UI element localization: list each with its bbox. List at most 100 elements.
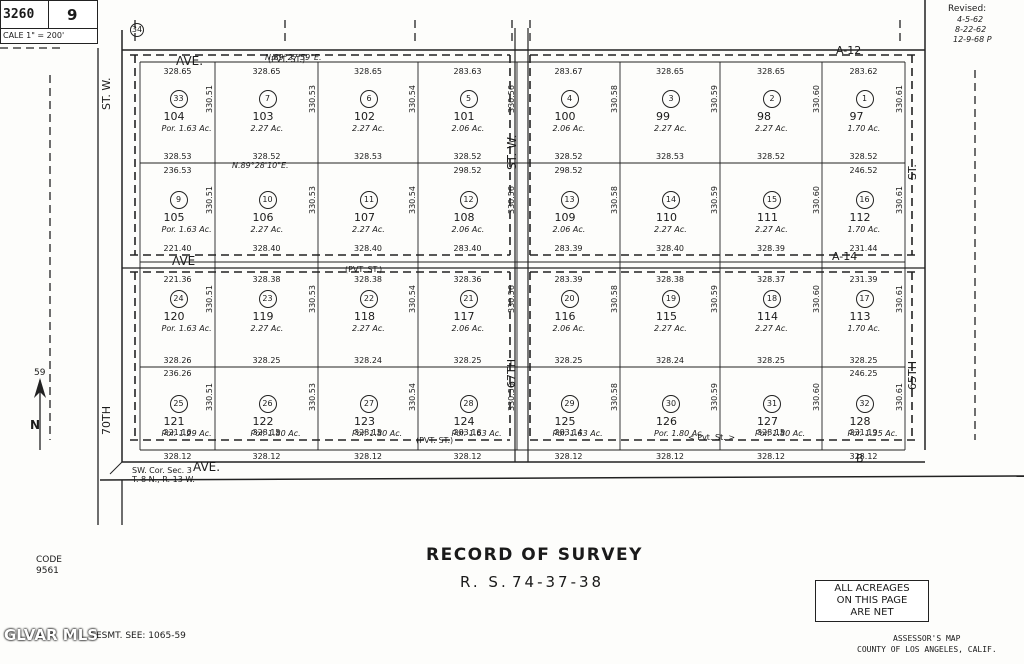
dim-street-4: 328.12 — [554, 452, 583, 461]
parcel-number-114: 114 — [757, 310, 778, 323]
pvt-street-bottom: (PVT. ST.) — [416, 436, 454, 445]
dim-r1-top-0: 328.65 — [163, 67, 192, 76]
dim-r2-bottom-1: 328.40 — [252, 244, 281, 253]
parcel-acreage-110: 2.27 Ac. — [654, 225, 687, 234]
revised-label: Revised: — [948, 4, 987, 14]
parcel-number-104: 104 — [163, 110, 185, 123]
parcel-circle-18: 18 — [763, 290, 781, 308]
parcel-acreage-126: Por. 1.80 Ac. — [654, 429, 705, 438]
dim-r3-top-5: 328.38 — [656, 275, 684, 284]
dim-r3-top-3: 328.36 — [453, 275, 482, 284]
block-b-label: B — [856, 452, 864, 465]
pvt-street-top: (PVT. ST.) — [268, 55, 306, 64]
right-street-number: 65TH — [906, 361, 919, 390]
parcel-circle-1: 1 — [855, 90, 874, 108]
parcel-circle-26: 26 — [258, 395, 277, 413]
dim-r4-bottom-6: 328.15 — [757, 428, 785, 437]
dim-r2-bottom-6: 328.39 — [757, 244, 785, 253]
parcel-circle-32: 32 — [855, 395, 874, 413]
parcel-acreage-124: Por. 1.63 Ac. — [451, 429, 502, 438]
col-dim-1-1: 330.53 — [308, 186, 317, 214]
dim-r3-bottom-2: 328.24 — [354, 356, 382, 365]
col-dim-7-3: 330.61 — [895, 383, 904, 411]
parcel-acreage-113: 1.70 Ac. — [847, 324, 881, 333]
parcel-acreage-115: 2.27 Ac. — [654, 324, 687, 333]
col-dim-4-0: 330.58 — [610, 85, 619, 113]
parcel-number-110: 110 — [656, 211, 677, 224]
dim-r1-bottom-5: 328.53 — [656, 152, 684, 161]
revised-date-3: 12-9-68 P — [953, 35, 992, 44]
parcel-circle-30: 30 — [662, 395, 680, 413]
parcel-number-103: 103 — [252, 110, 274, 123]
parcel-number-122: 122 — [252, 415, 274, 428]
col-dim-6-3: 330.60 — [812, 383, 821, 411]
acreage-note-line-2: ON THIS PAGE — [836, 595, 908, 606]
dim-street-2: 328.12 — [354, 452, 382, 461]
parcel-acreage-114: 2.27 Ac. — [755, 324, 788, 333]
dim-r2-bottom-2: 328.40 — [354, 244, 382, 253]
dim-r4-bottom-7: 231.19 — [849, 428, 878, 437]
acreage-note-line-1: ALL ACREAGES — [834, 583, 910, 594]
dim-r1-bottom-0: 328.53 — [163, 152, 192, 161]
page-number: 9 — [67, 6, 78, 24]
north-label: N — [30, 418, 41, 432]
scale-box: CALE 1" = 200' — [0, 28, 98, 44]
parcel-acreage-102: 2.27 Ac. — [352, 124, 385, 133]
dim-r3-top-1: 328.38 — [252, 275, 281, 284]
col-dim-7-0: 330.61 — [895, 85, 904, 113]
parcel-number-98: 98 — [757, 110, 771, 123]
north-arrow-number: 59 — [34, 368, 46, 378]
acreage-note-line-3: ARE NET — [850, 607, 894, 618]
parcel-acreage-105: Por. 1.63 Ac. — [161, 225, 212, 234]
col-dim-5-3: 330.59 — [710, 383, 719, 411]
parcel-acreage-107: 2.27 Ac. — [352, 225, 385, 234]
dim-r1-top-4: 283.67 — [554, 67, 583, 76]
parcel-number-97: 97 — [849, 110, 864, 123]
dim-r2-top-4: 298.52 — [554, 166, 583, 175]
col-dim-6-1: 330.60 — [812, 186, 821, 214]
col-dim-6-2: 330.60 — [812, 285, 821, 313]
col-dim-3-1: 330.56 — [507, 186, 516, 214]
parcel-circle-5: 5 — [459, 90, 478, 108]
parcel-circle-14: 14 — [662, 191, 680, 209]
parcel-circle-21: 21 — [459, 290, 478, 308]
parcel-circle-17: 17 — [855, 290, 874, 308]
code-value: 9561 — [36, 566, 59, 576]
col-dim-4-2: 330.58 — [610, 285, 619, 313]
parcel-acreage-128: Por. 1.35 Ac. — [847, 429, 898, 438]
right-street-label: ST. — [906, 164, 919, 180]
center-street-label: ST. W. — [505, 134, 519, 170]
township-note: T. 8 N., R. 13 W. — [132, 475, 195, 484]
assessor-map-label: ASSESSOR'S MAP — [893, 634, 961, 643]
col-dim-2-0: 330.54 — [408, 85, 417, 113]
parcel-acreage-123: Por. 1.80 Ac. — [352, 429, 403, 438]
parcel-number-105: 105 — [163, 211, 185, 224]
dim-r2-bottom-7: 231.44 — [849, 244, 878, 253]
rs-number: 74-37-38 — [512, 573, 605, 591]
dim-street-1: 328.12 — [252, 452, 281, 461]
dim-r4-bottom-1: 328.15 — [252, 428, 281, 437]
left-street-label: ST. W. — [100, 77, 113, 110]
dim-r3-top-2: 328.38 — [354, 275, 382, 284]
dim-r2-bottom-5: 328.40 — [656, 244, 684, 253]
top-avenue-label: AVE. — [176, 54, 204, 68]
col-dim-7-1: 330.61 — [895, 186, 904, 214]
parcel-acreage-103: 2.27 Ac. — [250, 124, 284, 133]
mid-bearing: N.89°28'10"E. — [232, 161, 289, 170]
dim-r3-bottom-0: 328.26 — [163, 356, 192, 365]
parcel-acreage-98: 2.27 Ac. — [755, 124, 788, 133]
dim-r1-bottom-4: 328.52 — [554, 152, 583, 161]
easement-note: ESMT. SEE: 1065-59 — [96, 631, 186, 641]
parcel-number-123: 123 — [354, 415, 375, 428]
scale-label: CALE 1" = 200' — [3, 31, 65, 40]
parcel-number-120: 120 — [163, 310, 185, 323]
parcel-number-112: 112 — [849, 211, 871, 224]
col-dim-5-1: 330.59 — [710, 186, 719, 214]
parcel-circle-7: 7 — [258, 90, 277, 108]
col-dim-2-3: 330.54 — [408, 383, 417, 411]
pvt-street-bottom-right: < Pvt. St. > — [688, 433, 736, 442]
dim-r4-bottom-4: 283.14 — [554, 428, 583, 437]
dim-street-5: 328.12 — [656, 452, 684, 461]
parcel-number-109: 109 — [554, 211, 576, 224]
parcel-acreage-121: Por. 1.29 Ac. — [161, 429, 212, 438]
